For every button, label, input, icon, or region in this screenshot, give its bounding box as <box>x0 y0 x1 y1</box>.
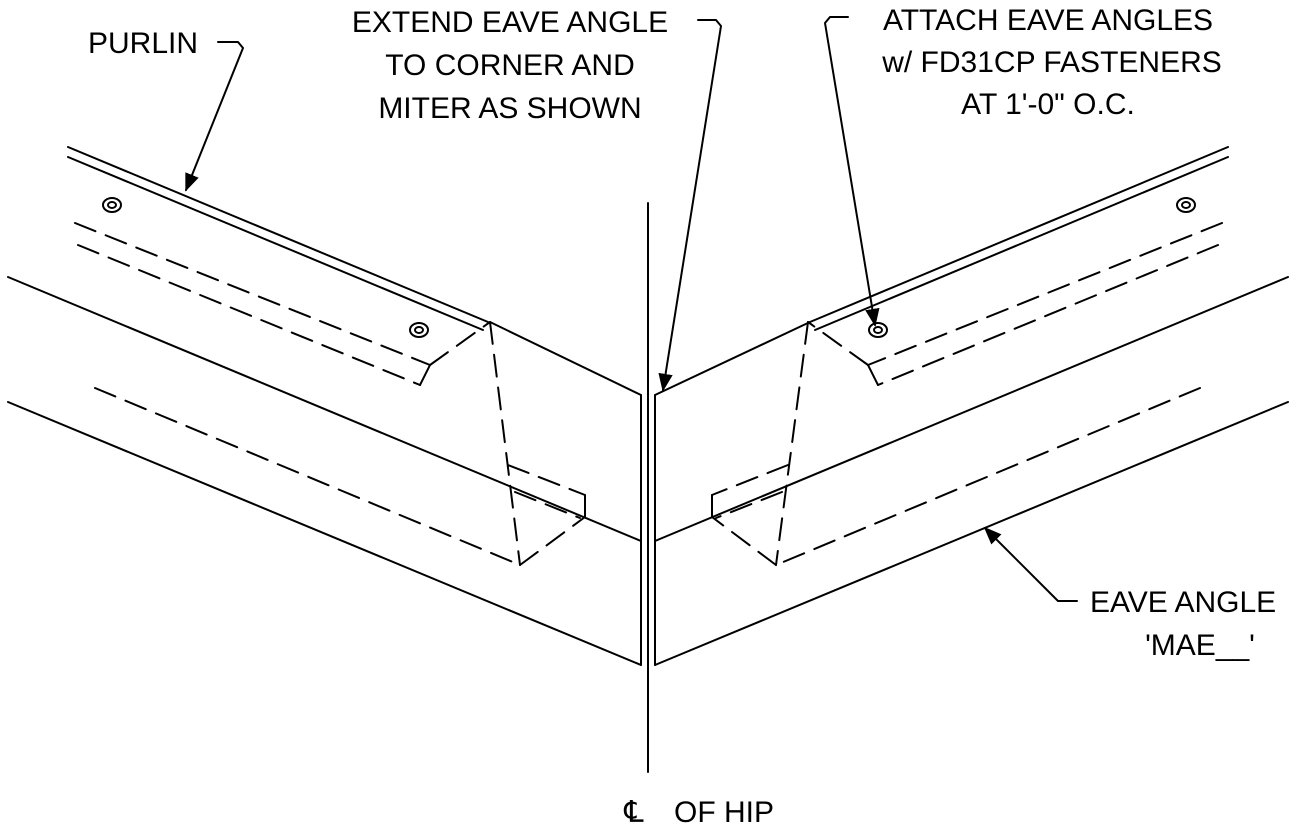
fastener-right-1 <box>1176 197 1196 213</box>
extend-eave-label-line1: EXTEND EAVE ANGLE <box>352 6 668 39</box>
attach-eave-label-line1: ATTACH EAVE ANGLES <box>883 4 1213 37</box>
purlin-leader <box>185 41 244 192</box>
left-purlin <box>7 146 642 542</box>
purlin-label: PURLIN <box>88 27 198 60</box>
centerline-symbol: ℄ <box>623 796 644 829</box>
fastener-left-1 <box>102 197 122 213</box>
left-hidden-lines <box>74 222 586 566</box>
right-purlin <box>654 146 1289 542</box>
extend-eave-leader <box>658 19 722 392</box>
eave-angle-label-line1: EAVE ANGLE <box>1090 586 1276 619</box>
right-eave-angle <box>654 401 1289 666</box>
fastener-right-2 <box>868 322 888 338</box>
eave-angle-leader <box>983 526 1078 602</box>
attach-eave-label-line3: AT 1'-0" O.C. <box>961 88 1135 121</box>
left-eave-angle <box>7 401 642 666</box>
attach-eave-leader <box>824 16 880 327</box>
right-hidden-lines <box>711 222 1223 566</box>
centerline-label: OF HIP <box>674 796 774 829</box>
attach-eave-label-line2: w/ FD31CP FASTENERS <box>881 46 1222 79</box>
extend-eave-label-line3: MITER AS SHOWN <box>378 92 641 125</box>
extend-eave-label-line2: TO CORNER AND <box>385 49 634 82</box>
fastener-left-2 <box>409 322 429 338</box>
eave-angle-label-line2: 'MAE__' <box>1145 629 1255 662</box>
